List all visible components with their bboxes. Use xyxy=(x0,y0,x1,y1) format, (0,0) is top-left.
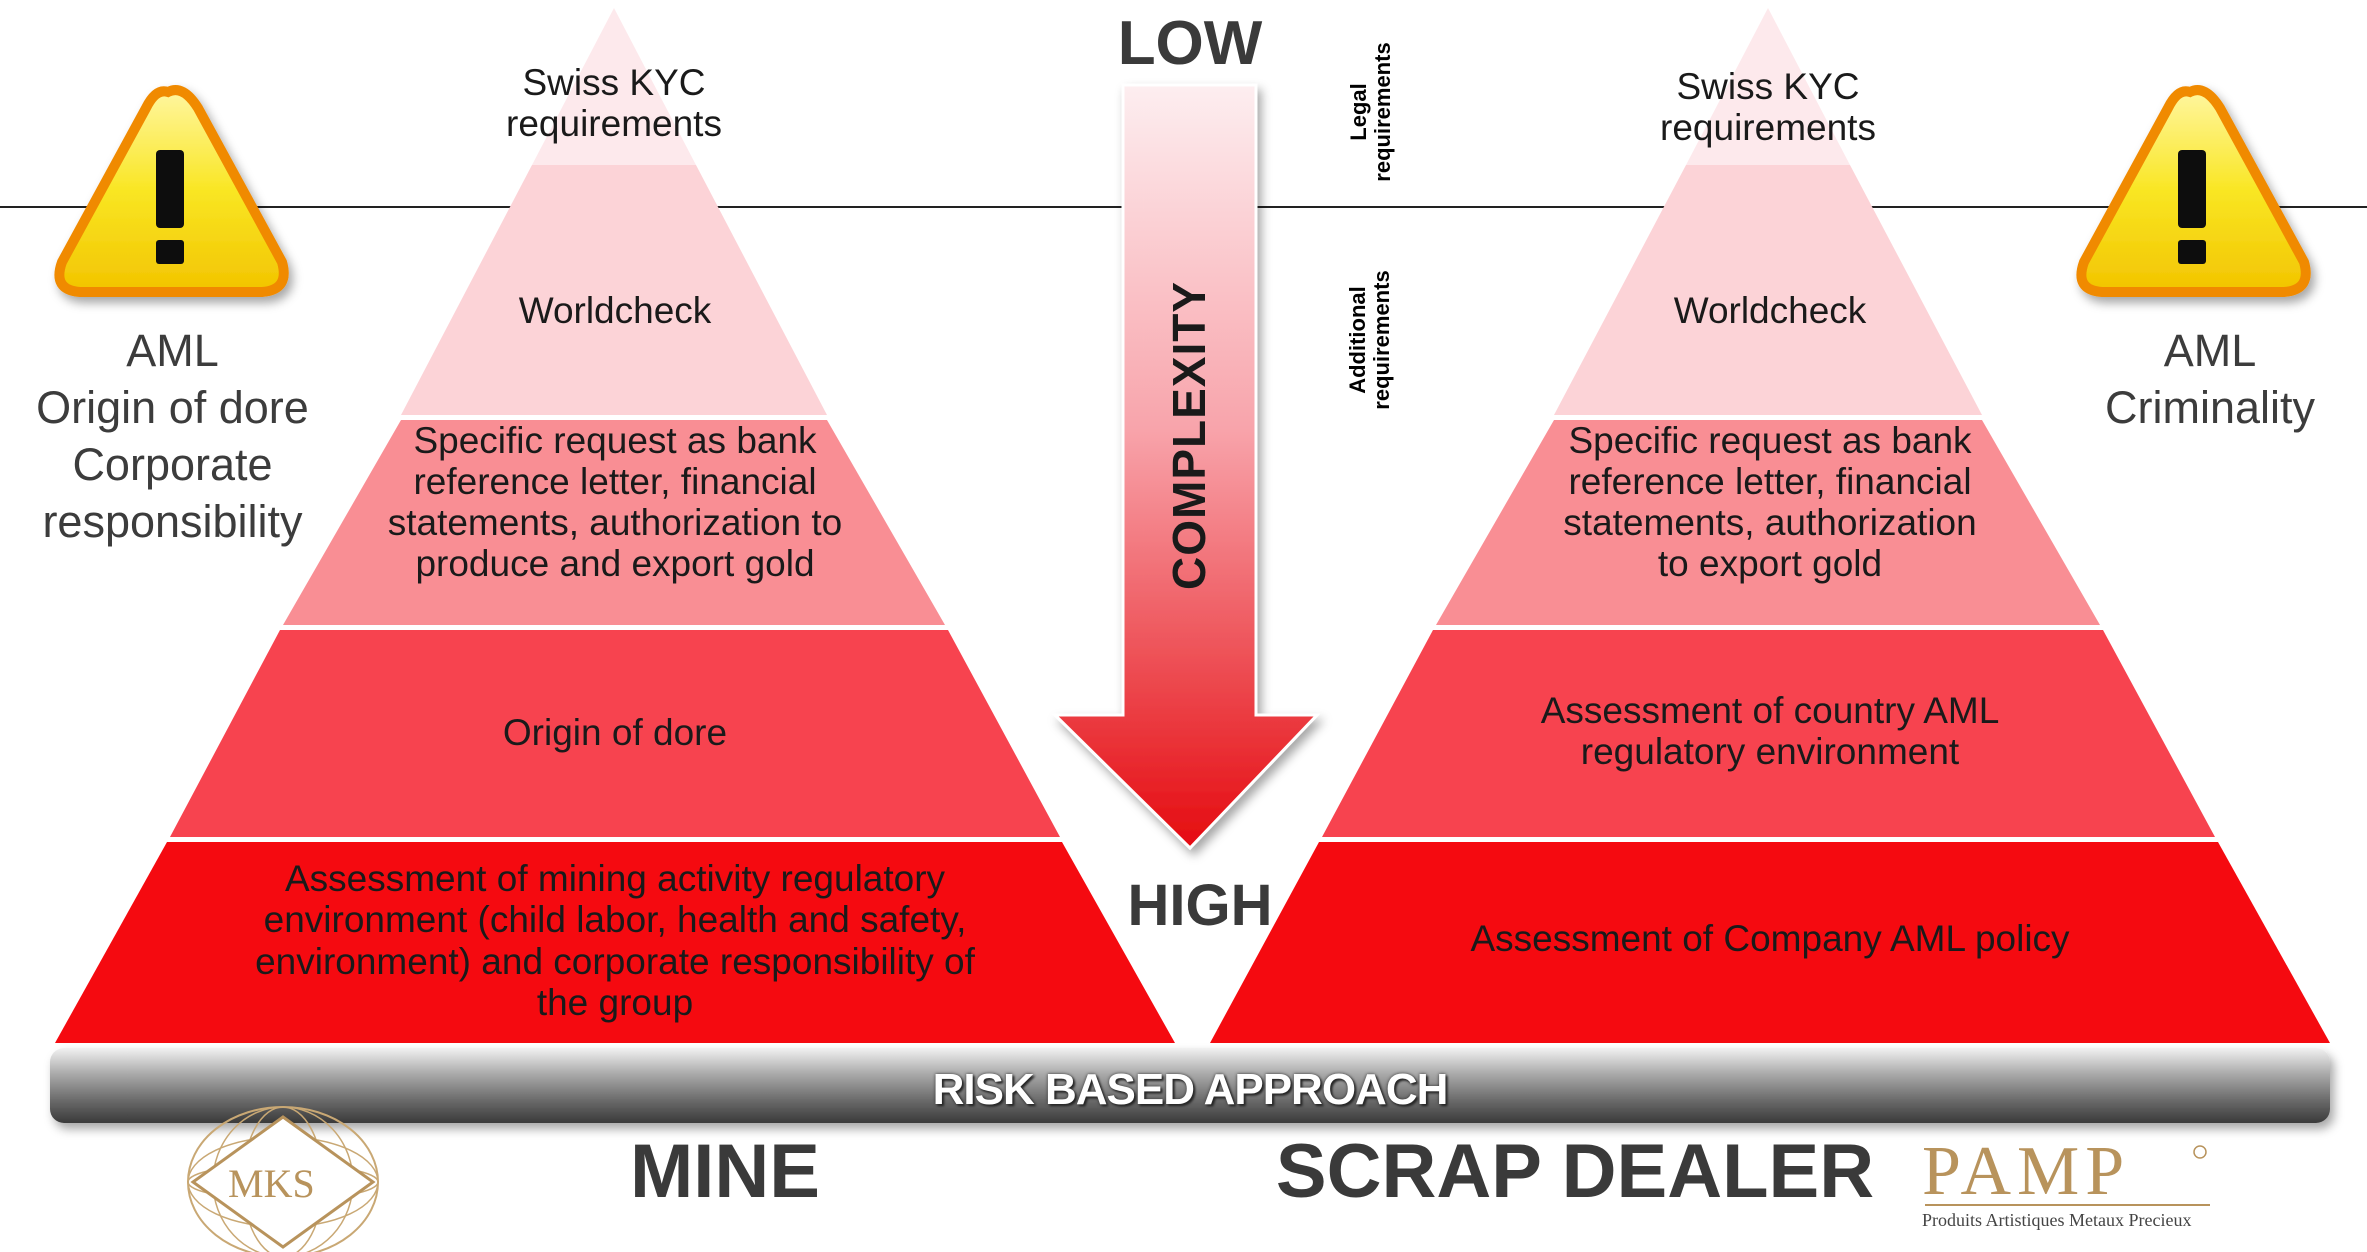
left-level-3-band xyxy=(283,420,945,625)
pamp-registered-mark xyxy=(2193,1145,2207,1159)
right-warning-line-2: Criminality xyxy=(2104,382,2315,434)
left-level-1-band xyxy=(532,8,696,165)
left-pyramid xyxy=(55,8,1175,1043)
pamp-logo-text: PAMP xyxy=(1922,1133,2131,1210)
risk-banner-label: RISK BASED APPROACH xyxy=(932,1065,1449,1114)
low-label: LOW xyxy=(1117,9,1263,78)
right-level-2-band xyxy=(1554,165,1982,415)
mks-logo xyxy=(187,1106,379,1252)
mks-logo-text: MKS xyxy=(228,1161,315,1206)
left-level-4-text: Origin of dore xyxy=(502,712,728,753)
additional-requirements-label: Additional requirements xyxy=(1345,270,1395,410)
right-warning-icon xyxy=(2076,85,2311,297)
left-warning-text: AML Origin of dore Corporate responsibil… xyxy=(10,322,335,551)
pamp-logo-subtitle: Produits Artistiques Metaux Precieux xyxy=(1922,1210,2192,1230)
left-level-4-band xyxy=(170,630,1060,837)
complexity-arrow xyxy=(1051,83,1321,851)
left-level-2-text: Worldcheck xyxy=(518,290,712,331)
right-level-1-text: Swiss KYC requirements xyxy=(1660,66,1876,149)
right-level-5-band xyxy=(1210,842,2330,1043)
left-level-5-band xyxy=(55,842,1175,1043)
right-warning-text: AML Criminality xyxy=(2060,322,2360,436)
left-level-5-text: Assessment of mining activity regulatory… xyxy=(255,858,975,1024)
mine-title: MINE xyxy=(630,1129,820,1214)
left-warning-line-4: responsibility xyxy=(42,496,303,548)
right-level-4-band xyxy=(1322,630,2215,837)
right-level-4-text: Assessment of country AML regulatory env… xyxy=(1540,690,2000,773)
left-level-2-band xyxy=(401,165,827,415)
right-level-3-text: Specific request as bank reference lette… xyxy=(1563,420,1977,585)
left-level-1-text: Swiss KYC requirements xyxy=(506,62,722,145)
complexity-label: COMPLEXITY xyxy=(1163,280,1215,590)
legal-requirements-label: Legal requirements xyxy=(1346,42,1396,182)
left-warning-line-3: Corporate xyxy=(72,439,273,491)
risk-banner xyxy=(50,1048,2330,1123)
right-warning-line-1: AML xyxy=(2163,325,2257,376)
right-level-2-text: Worldcheck xyxy=(1673,290,1867,331)
right-level-1-band xyxy=(1686,8,1850,165)
left-level-3-text: Specific request as bank reference lette… xyxy=(387,420,843,585)
high-label: HIGH xyxy=(1127,873,1273,938)
right-pyramid xyxy=(1210,8,2330,1043)
scrap-dealer-title: SCRAP DEALER xyxy=(1275,1129,1875,1214)
left-warning-line-1: AML xyxy=(126,325,219,376)
left-warning-line-2: Origin of dore xyxy=(36,382,309,434)
right-level-5-text: Assessment of Company AML policy xyxy=(1470,918,2070,959)
left-warning-icon xyxy=(54,85,289,297)
right-level-3-band xyxy=(1436,420,2100,625)
